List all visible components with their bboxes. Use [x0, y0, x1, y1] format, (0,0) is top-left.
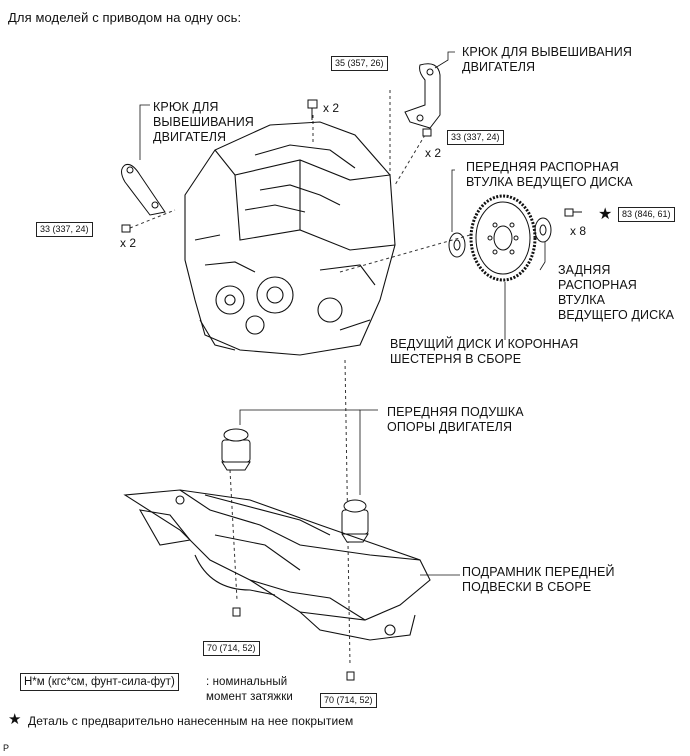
rear-spacer-illustration — [534, 217, 552, 243]
legend-unit-box: Н*м (кгс*см, фунт-сила-фут) — [20, 673, 179, 691]
star-icon: ★ — [598, 204, 612, 223]
legend-star-icon: ★ — [8, 711, 22, 728]
legend-unit-desc: : номинальный момент затяжки — [206, 676, 293, 703]
hook-right-label: КРЮК ДЛЯ ВЫВЕШИВАНИЯ ДВИГАТЕЛЯ — [462, 45, 632, 74]
qty-drive-plate: x 8 — [570, 224, 587, 238]
footer-code: P — [3, 743, 10, 753]
engine-mount-left-illustration — [221, 428, 251, 471]
hook-left-label: КРЮК ДЛЯ ВЫВЕШИВАНИЯ ДВИГАТЕЛЯ — [153, 100, 254, 144]
qty-hook-left: x 2 — [120, 236, 137, 250]
drive-plate-illustration — [469, 194, 537, 282]
torque-mount-left: 70 (714, 52) — [203, 641, 260, 656]
rear-spacer-label: ЗАДНЯЯ РАСПОРНАЯ ВТУЛКА ВЕДУЩЕГО ДИСКА — [558, 263, 675, 322]
front-spacer-illustration — [448, 232, 466, 258]
torque-hook-right: 33 (337, 24) — [447, 130, 504, 145]
legend-star-desc: Деталь с предварительно нанесенным на не… — [28, 714, 354, 728]
front-spacer-label: ПЕРЕДНЯЯ РАСПОРНАЯ ВТУЛКА ВЕДУЩЕГО ДИСКА — [466, 160, 633, 189]
drive-plate-label: ВЕДУЩИЙ ДИСК И КОРОННАЯ ШЕСТЕРНЯ В СБОРЕ — [390, 337, 579, 366]
hook-right-illustration — [404, 63, 441, 129]
subframe-illustration — [123, 489, 431, 641]
subframe-label: ПОДРАМНИК ПЕРЕДНЕЙ ПОДВЕСКИ В СБОРЕ — [462, 565, 615, 594]
header-title: Для моделей с приводом на одну ось: — [8, 10, 242, 25]
bolt-icons — [121, 99, 582, 681]
torque-hook-left: 33 (337, 24) — [36, 222, 93, 237]
torque-drive-plate: 83 (846, 61) — [618, 207, 675, 222]
engine-illustration — [184, 121, 396, 356]
front-mount-label: ПЕРЕДНЯЯ ПОДУШКА ОПОРЫ ДВИГАТЕЛЯ — [387, 405, 524, 434]
engine-mount-right-illustration — [341, 499, 369, 543]
qty-hook-right: x 2 — [425, 146, 442, 160]
hook-left-illustration — [121, 164, 166, 216]
torque-mount-right: 70 (714, 52) — [320, 693, 377, 708]
qty-top: x 2 — [323, 101, 340, 115]
torque-top: 35 (357, 26) — [331, 56, 388, 71]
